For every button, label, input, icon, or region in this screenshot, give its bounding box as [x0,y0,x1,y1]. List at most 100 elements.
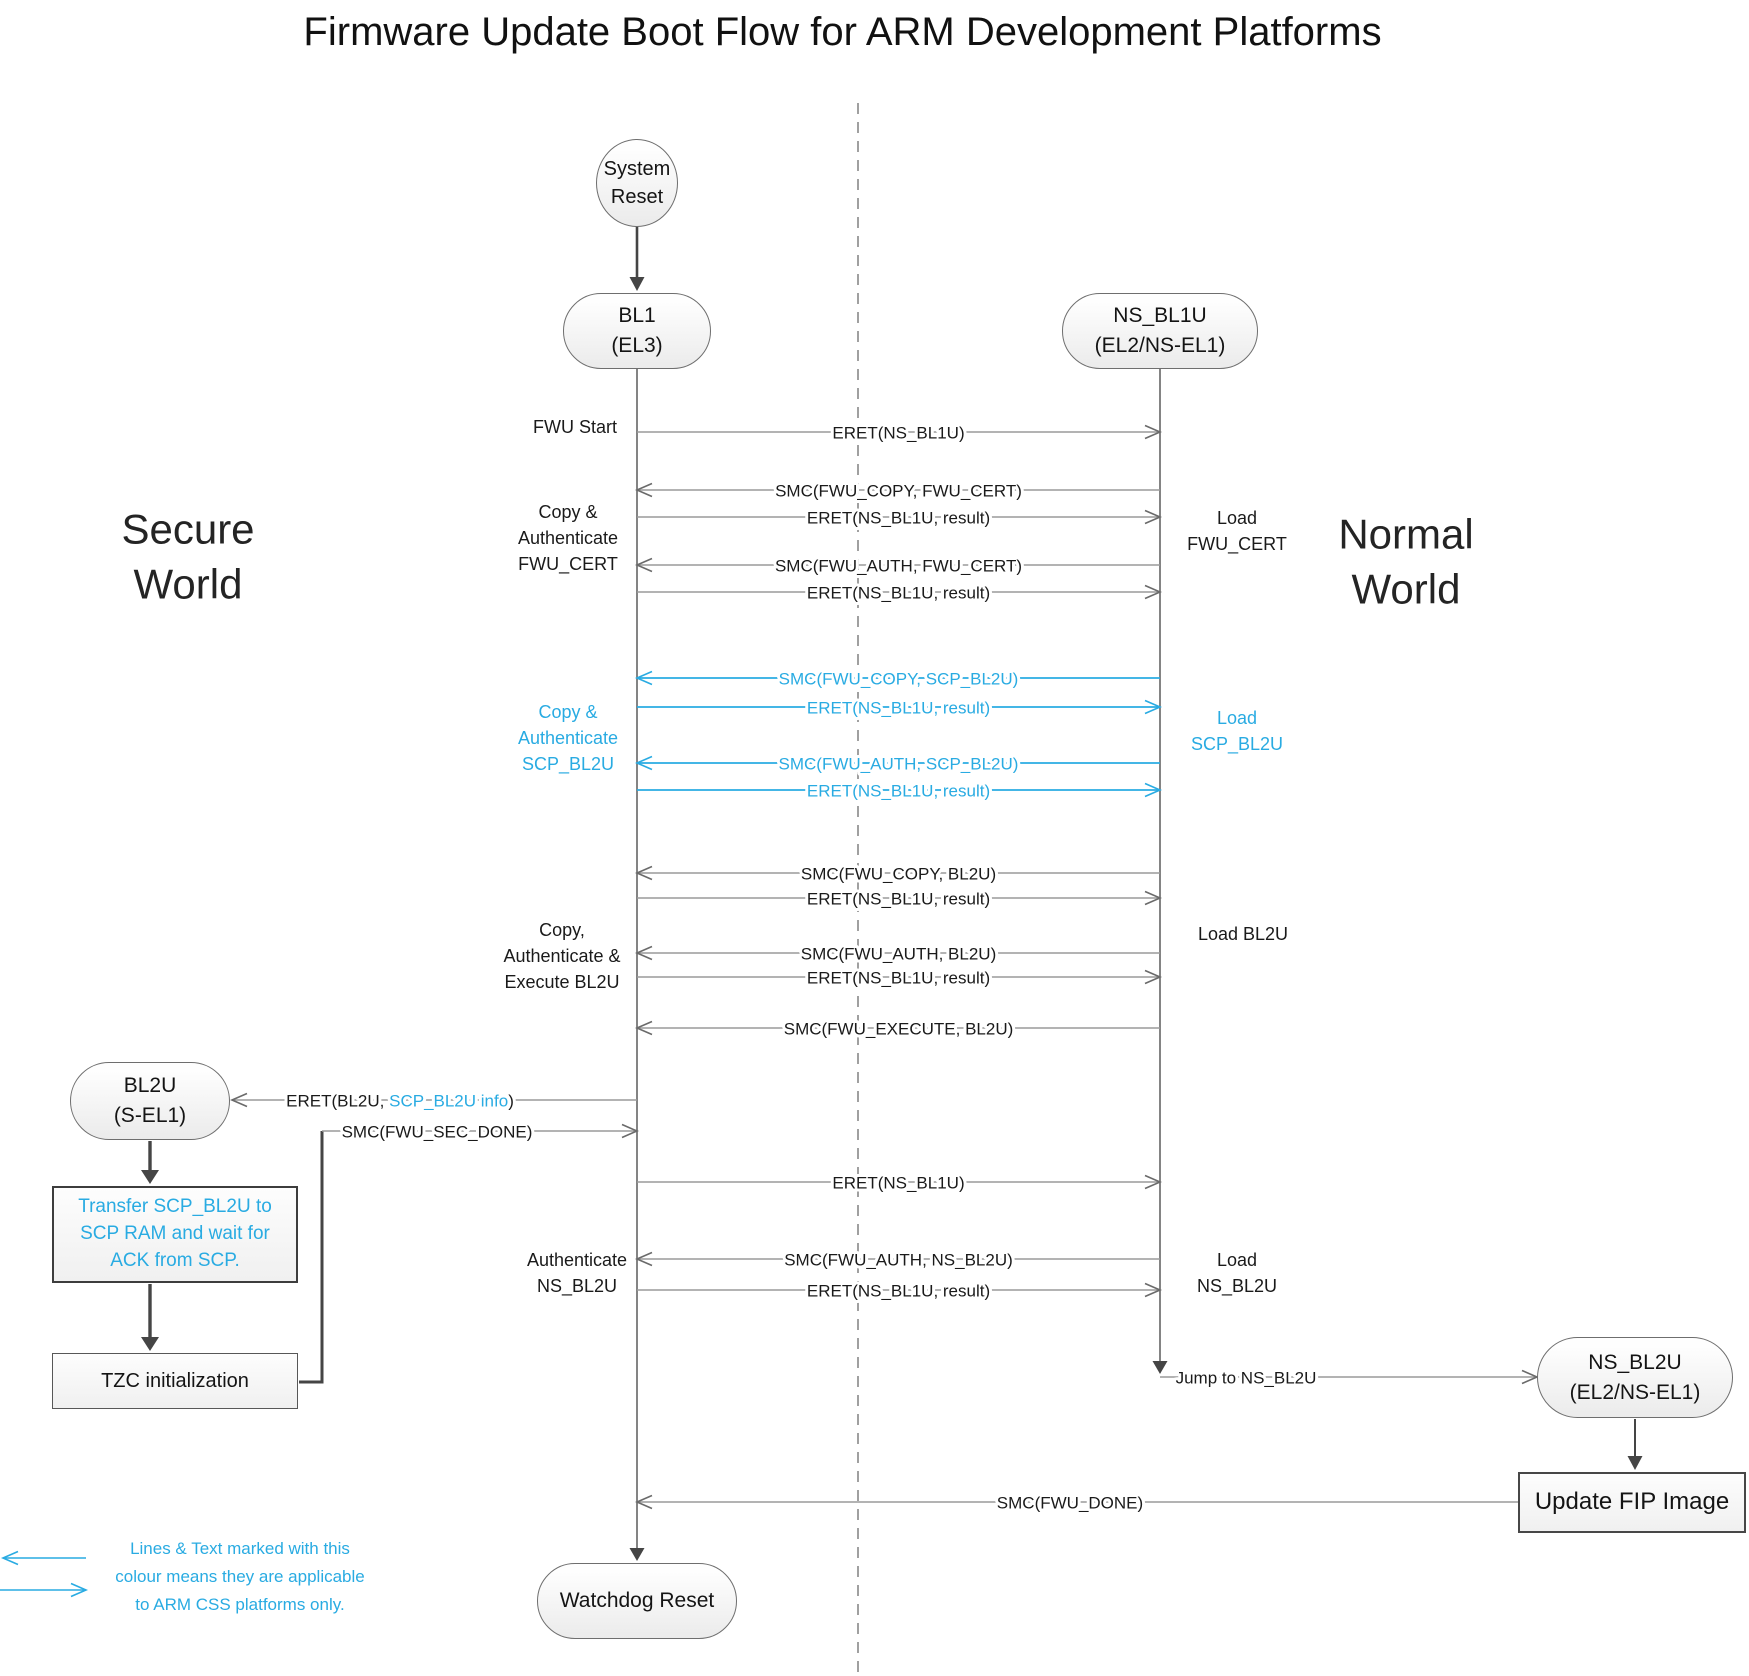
smc-fwu-auth-ns-bl2u-label: SMC(FWU_AUTH, NS_BL2U) [784,1251,1013,1270]
legend-note-line1: Lines & Text marked with this [130,1539,350,1558]
flow-arrow-ns-bl2u-to-update-fip [1627,1419,1643,1470]
page-title: Firmware Update Boot Flow for ARM Develo… [303,10,1382,54]
eret-result-1-label: ERET(NS_BL1U, result) [807,509,990,528]
message-smc-fwu-sec-done: SMC(FWU_SEC_DONE) [322,1120,640,1145]
node-ns-bl2u: NS_BL2U(EL2/NS-EL1) [1537,1337,1733,1418]
eret-result-5-label: ERET(NS_BL1U, result) [807,890,990,909]
message-eret-ns-bl1u-2: ERET(NS_BL1U) [637,1171,1163,1196]
eret-result-2-label: ERET(NS_BL1U, result) [807,584,990,603]
arrowhead-icon [1144,969,1163,985]
message-smc-fwu-auth-bl2u: SMC(FWU_AUTH, BL2U) [634,942,1160,967]
message-eret-result-5: ERET(NS_BL1U, result) [637,887,1163,912]
message-eret-bl2u-scp-bl2u-info: ERET(BL2U, SCP_BL2U info) [229,1089,637,1114]
smc-fwu-done-label: SMC(FWU_DONE) [997,1494,1143,1513]
node-tzc-initialization: TZC initialization [52,1353,298,1409]
arrowhead-icon [634,865,653,881]
arrowhead-icon [634,945,653,961]
node-ns-bl1u: NS_BL1U(EL2/NS-EL1) [1062,293,1258,369]
eret-bl2u-scp-bl2u-info-label: ERET(BL2U, SCP_BL2U info) [286,1092,514,1111]
arrowhead-icon [621,1123,640,1139]
legend-arrow-left [0,1550,86,1566]
secure-world-label: Secure World [121,502,254,613]
secure-world-line2: World [133,561,243,608]
arrowhead-icon [634,755,653,771]
smc-fwu-copy-fwu-cert-label: SMC(FWU_COPY, FWU_CERT) [775,482,1022,501]
message-eret-ns-bl1u-start: ERET(NS_BL1U) [637,421,1163,446]
node-bl2u: BL2U(S-EL1) [70,1062,230,1140]
label-copy-auth-execute-bl2u: Copy,Authenticate &Execute BL2U [503,920,621,992]
message-smc-fwu-copy-bl2u: SMC(FWU_COPY, BL2U) [634,862,1160,887]
message-smc-fwu-auth-ns-bl2u: SMC(FWU_AUTH, NS_BL2U) [634,1248,1160,1273]
smc-fwu-auth-fwu-cert-label: SMC(FWU_AUTH, FWU_CERT) [775,557,1022,576]
eret-ns-bl1u-start-label: ERET(NS_BL1U) [832,424,964,443]
label-fwu-start: FWU Start [533,417,617,437]
eret-result-3-label: ERET(NS_BL1U, result) [807,699,990,718]
message-smc-fwu-auth-fwu-cert: SMC(FWU_AUTH, FWU_CERT) [634,554,1160,579]
message-smc-fwu-done: SMC(FWU_DONE) [634,1491,1518,1516]
flow-arrow-system-reset-to-bl1 [629,227,645,291]
flow-arrow-transfer-to-tzc [141,1284,159,1351]
eret-result-4-label: ERET(NS_BL1U, result) [807,782,990,801]
normal-world-line2: World [1351,566,1461,613]
smc-fwu-copy-scp-bl2u-label: SMC(FWU_COPY, SCP_BL2U) [779,670,1019,689]
ns-bl2u-to-update-fip-arrowhead [1627,1456,1643,1470]
eret-result-7-label: ERET(NS_BL1U, result) [807,1282,990,1301]
smc-fwu-sec-done-label: SMC(FWU_SEC_DONE) [342,1123,533,1142]
arrowhead-icon [1144,1282,1163,1298]
jump-to-ns-bl2u-label: Jump to NS_BL2U [1176,1369,1317,1388]
arrowhead-icon [634,1020,653,1036]
node-bl1: BL1(EL3) [563,293,711,369]
arrowhead-icon [0,1550,19,1566]
message-jump-to-ns-bl2u: Jump to NS_BL2U [1160,1366,1540,1391]
arrowhead-icon [634,557,653,573]
normal-world-label: Normal World [1338,507,1473,618]
system-reset-to-bl1-arrowhead [629,277,645,291]
legend-note-line3: to ARM CSS platforms only. [135,1595,345,1614]
message-eret-result-4: ERET(NS_BL1U, result) [637,779,1163,804]
arrowhead-icon [1144,1174,1163,1190]
arrowhead-icon [634,1494,653,1510]
arrowhead-icon [1144,424,1163,440]
legend-note: Lines & Text marked with this colour mea… [115,1535,364,1619]
legend-note-line2: colour means they are applicable [115,1567,365,1586]
arrowhead-icon [1144,782,1163,798]
arrowhead-icon [70,1582,89,1598]
arrowhead-icon [1144,509,1163,525]
arrowhead-icon [1144,699,1163,715]
eret-ns-bl1u-2-label: ERET(NS_BL1U) [832,1174,964,1193]
arrowhead-icon [634,670,653,686]
message-smc-fwu-auth-scp-bl2u: SMC(FWU_AUTH, SCP_BL2U) [634,752,1160,777]
transfer-to-tzc-arrowhead [141,1337,159,1351]
normal-world-line1: Normal [1338,510,1474,558]
ns-bl1u-lifeline-arrowhead [1152,1361,1168,1374]
smc-fwu-execute-bl2u-label: SMC(FWU_EXECUTE, BL2U) [784,1020,1014,1039]
arrowhead-icon [1144,584,1163,600]
smc-fwu-auth-scp-bl2u-label: SMC(FWU_AUTH, SCP_BL2U) [779,755,1019,774]
smc-fwu-copy-bl2u-label: SMC(FWU_COPY, BL2U) [801,865,996,884]
flow-arrow-bl2u-to-transfer [141,1141,159,1184]
eret-result-6-label: ERET(NS_BL1U, result) [807,969,990,988]
node-update-fip-image: Update FIP Image [1518,1472,1746,1533]
message-eret-result-6: ERET(NS_BL1U, result) [637,966,1163,991]
secure-world-line1: Secure [121,505,255,553]
message-eret-result-2: ERET(NS_BL1U, result) [637,581,1163,606]
arrowhead-icon [634,1251,653,1267]
message-smc-fwu-execute-bl2u: SMC(FWU_EXECUTE, BL2U) [634,1017,1160,1042]
bl2u-to-transfer-arrowhead [141,1170,159,1184]
message-eret-result-3: ERET(NS_BL1U, result) [637,696,1163,721]
message-smc-fwu-copy-scp-bl2u: SMC(FWU_COPY, SCP_BL2U) [634,667,1160,692]
message-smc-fwu-copy-fwu-cert: SMC(FWU_COPY, FWU_CERT) [634,479,1160,504]
arrowhead-icon [634,482,653,498]
message-eret-result-1: ERET(NS_BL1U, result) [637,506,1163,531]
arrowhead-icon [1144,890,1163,906]
